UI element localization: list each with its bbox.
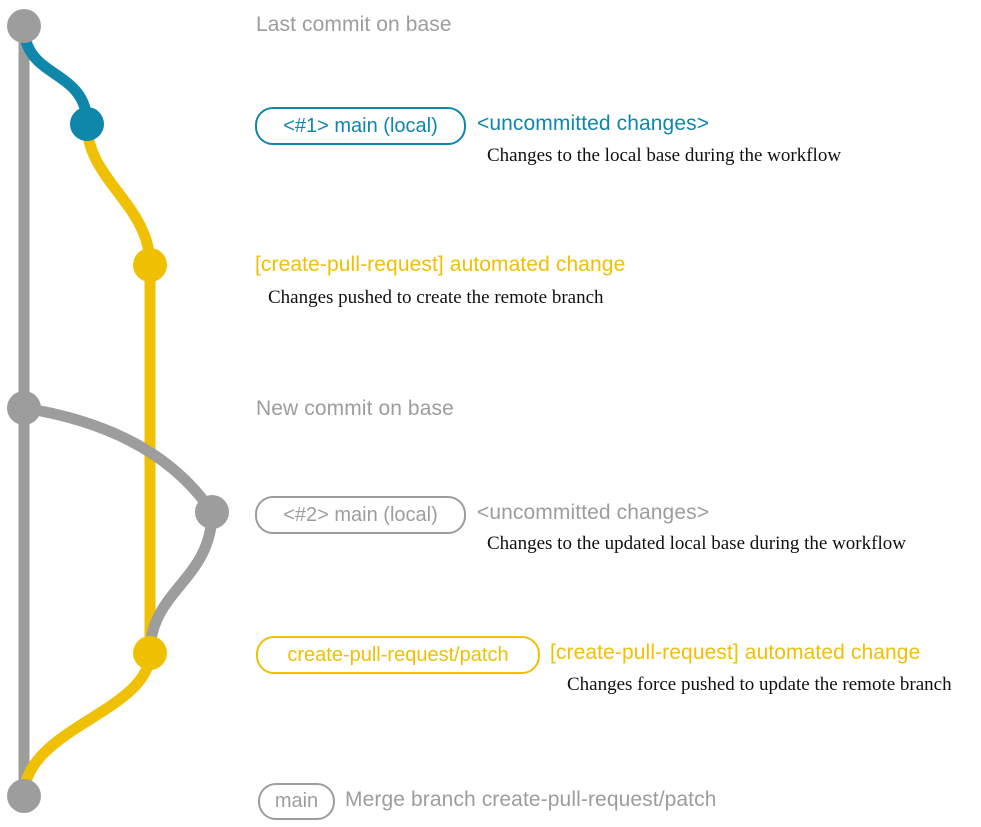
graph-node-layer: [7, 9, 229, 813]
commit-subject: <uncommitted changes>: [477, 501, 710, 524]
commit-subject: <uncommitted changes>: [477, 112, 710, 135]
graph-edge-layer: [18, 20, 218, 802]
commit-note: Changes force pushed to update the remot…: [567, 674, 952, 695]
graph-edge: [144, 506, 218, 659]
graph-edge: [18, 647, 156, 802]
commit-node[interactable]: [70, 107, 104, 141]
commit-heading: New commit on base: [256, 397, 454, 420]
commit-subject: [create-pull-request] automated change: [550, 641, 921, 664]
branch-tag[interactable]: <#1> main (local): [255, 107, 466, 145]
commit-node[interactable]: [195, 495, 229, 529]
branch-tag[interactable]: main: [258, 783, 335, 820]
graph-edge: [18, 20, 93, 130]
commit-note: Changes to the local base during the wor…: [487, 145, 842, 166]
commit-node[interactable]: [133, 248, 167, 282]
commit-node[interactable]: [7, 779, 41, 813]
graph-edge: [18, 402, 218, 518]
graph-edge: [81, 118, 156, 271]
commit-subject: Merge branch create-pull-request/patch: [345, 788, 717, 811]
branch-tag[interactable]: <#2> main (local): [255, 496, 466, 534]
commit-node[interactable]: [7, 391, 41, 425]
commit-note: Changes to the updated local base during…: [487, 533, 906, 554]
branch-tag[interactable]: create-pull-request/patch: [256, 636, 540, 674]
commit-subject: [create-pull-request] automated change: [255, 253, 626, 276]
commit-node[interactable]: [7, 9, 41, 43]
commit-heading: Last commit on base: [256, 13, 452, 36]
commit-node[interactable]: [133, 636, 167, 670]
commit-note: Changes pushed to create the remote bran…: [268, 287, 604, 308]
